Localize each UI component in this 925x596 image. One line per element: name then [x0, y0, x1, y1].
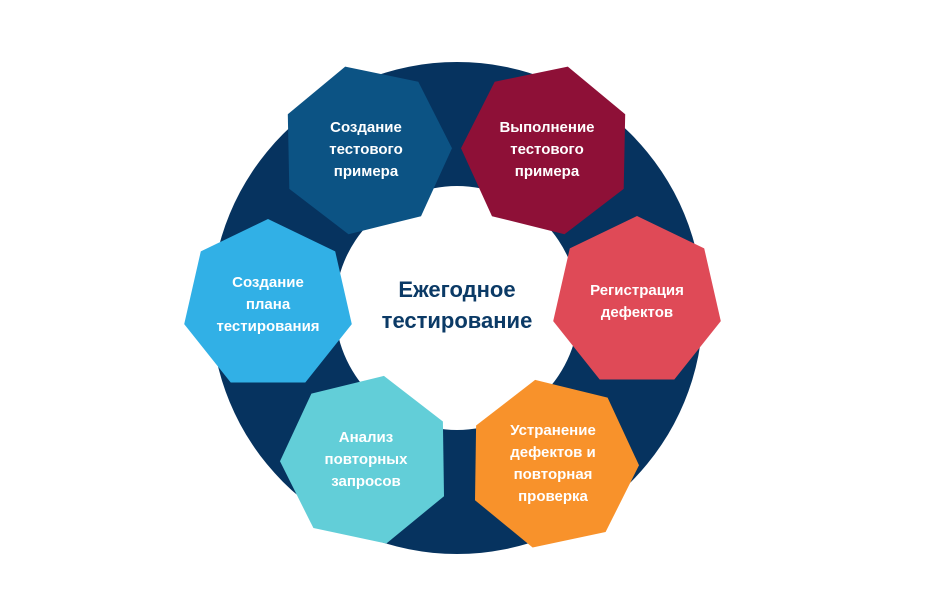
step-shape-create-test-case — [287, 66, 452, 235]
step-shape-analyze-repeat-requests — [280, 375, 444, 544]
step-shape-fix-and-retest — [475, 379, 639, 548]
step-shape-register-defects — [553, 216, 721, 380]
step-shape-create-test-plan — [184, 219, 352, 383]
center-title-line-2: тестирование — [381, 308, 533, 333]
step-shape-execute-test-case — [461, 66, 626, 235]
center-title: Ежегодное тестирование — [347, 274, 567, 336]
center-title-line-1: Ежегодное — [398, 277, 516, 302]
